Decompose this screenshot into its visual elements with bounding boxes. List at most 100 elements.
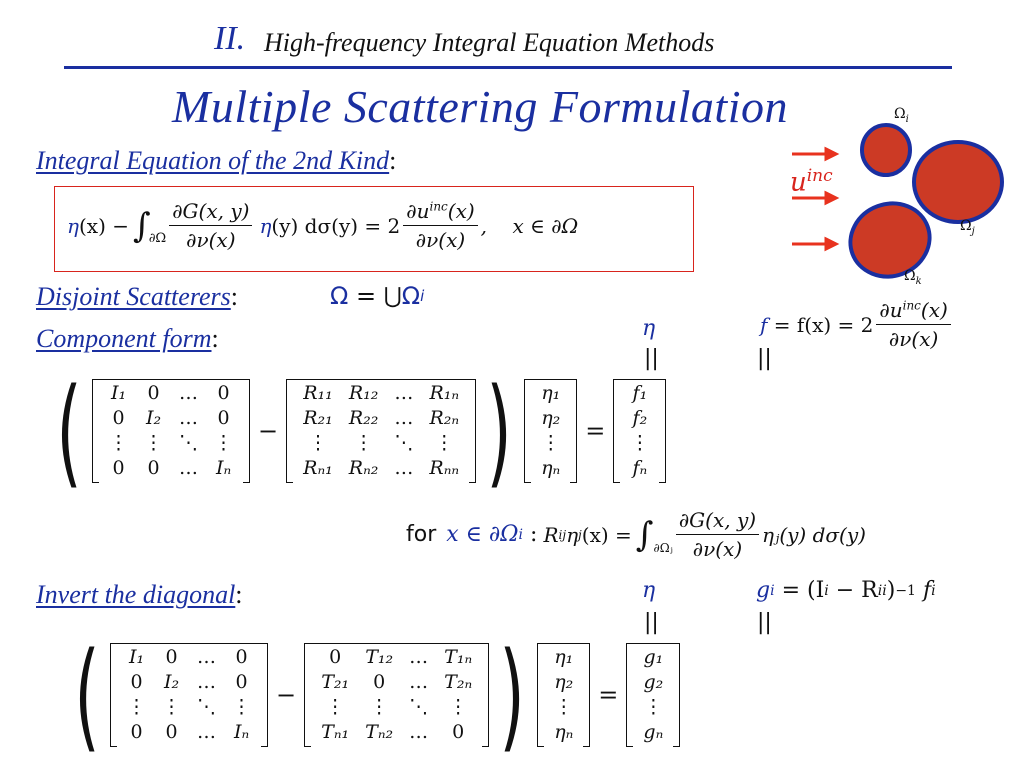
section-label: Invert the diagonal xyxy=(36,580,236,609)
matrix-cell: fₙ xyxy=(632,457,648,479)
matrix-cell: ⋮ xyxy=(643,696,663,718)
matrix-cell: ⋮ xyxy=(554,696,574,718)
frac-denominator: ∂ν(x) xyxy=(186,228,236,252)
matrix-cell: T₂₁ xyxy=(321,671,350,693)
matrix-cell: ⋮ xyxy=(434,432,454,454)
matrix-cell: f₂ xyxy=(632,407,648,429)
matrix-cell: 0 xyxy=(452,721,465,743)
open-paren: ( xyxy=(56,362,82,500)
matrix-cell: T₂ₙ xyxy=(444,671,473,693)
matrix-cell: 0 xyxy=(217,407,230,429)
matrix-cell: ⋮ xyxy=(162,696,182,718)
matrix-cell: 0 xyxy=(373,671,386,693)
omega-i-symbol: Ω xyxy=(401,282,421,310)
subscript: i xyxy=(518,526,524,543)
matrix-cell: ⋱ xyxy=(179,432,199,454)
equals-sign: = xyxy=(598,681,619,709)
eta-symbol: η xyxy=(67,213,79,238)
frac-numerator: ∂G(x, y) xyxy=(169,199,253,226)
eta-j: η xyxy=(566,522,579,547)
section-label: Component form xyxy=(36,324,212,353)
integral-sign: ∫ ∂Ωⱼ xyxy=(635,514,673,555)
matrix-cell: … xyxy=(394,457,414,479)
matrix-cell: … xyxy=(197,646,217,668)
matrix-cell: R₂₂ xyxy=(348,407,379,429)
matrix-cell: … xyxy=(409,646,429,668)
matrix-cell: I₂ xyxy=(145,407,162,429)
colon: : xyxy=(523,522,538,547)
matrix-cell: g₂ xyxy=(643,671,664,693)
matrix-cell: 0 xyxy=(235,671,248,693)
matrix-cell: η₂ xyxy=(541,407,561,429)
eta-label: η xyxy=(642,578,656,603)
matrix-cell: … xyxy=(197,671,217,693)
matrix-cell: ⋮ xyxy=(541,432,561,454)
matrix-cell: ⋮ xyxy=(232,696,252,718)
matrix-cell: 0 xyxy=(112,457,125,479)
matrix-cell: 0 xyxy=(130,721,143,743)
matrix-cell: 0 xyxy=(147,457,160,479)
f-vector: f₁ f₂ ⋮ fₙ xyxy=(613,379,667,483)
matrix-cell: g₁ xyxy=(643,646,664,668)
matrix-cell: Rₙ₂ xyxy=(348,457,379,479)
omega-i-label: Ωi xyxy=(894,106,909,125)
equals-sign: = xyxy=(348,282,384,310)
eta-label: η xyxy=(642,316,656,341)
for-word: for xyxy=(406,522,437,547)
matrix-cell: ⋮ xyxy=(109,432,129,454)
f-definition: f = f(x) = 2 ∂uinc(x) ∂ν(x) xyxy=(760,298,954,351)
matrix-cell: η₁ xyxy=(541,382,561,404)
slide-title: Multiple Scattering Formulation xyxy=(172,81,788,132)
matrix-cell: 0 xyxy=(217,382,230,404)
matrix-cell: Iₙ xyxy=(233,721,250,743)
incident-derivative-fraction: ∂uinc(x) ∂ν(x) xyxy=(403,199,478,252)
matrix-cell: ⋮ xyxy=(325,696,345,718)
matrix-cell: f₁ xyxy=(632,382,648,404)
matrix-cell: … xyxy=(179,457,199,479)
section-component: Component form: xyxy=(36,324,219,354)
colon: : xyxy=(389,146,397,175)
matrix-cell: 0 xyxy=(165,721,178,743)
colon: : xyxy=(235,580,243,609)
section-title: High-frequency Integral Equation Methods xyxy=(264,28,715,57)
r-ij: R xyxy=(543,522,559,547)
scatterer-omega-j xyxy=(912,140,1004,224)
scatterers-figure xyxy=(792,123,1004,279)
u-inc-label: uinc xyxy=(790,166,833,198)
f-def-text: = f(x) = 2 xyxy=(767,312,874,337)
matrix-cell: R₂ₙ xyxy=(429,407,460,429)
matrix-cell: ⋮ xyxy=(369,696,389,718)
eq-condition: , x ∈ ∂Ω xyxy=(480,213,579,238)
green-derivative-fraction: ∂G(x, y) ∂ν(x) xyxy=(169,199,253,252)
matrix-cell: ⋮ xyxy=(630,432,650,454)
union-symbol: ⋃ xyxy=(383,283,402,309)
parallel-sign: || xyxy=(644,610,659,635)
matrix-cell: 0 xyxy=(165,646,178,668)
matrix-cell: η₁ xyxy=(554,646,574,668)
matrix-cell: T₁₂ xyxy=(365,646,394,668)
omega-j-label: Ωj xyxy=(960,218,975,237)
green-derivative-fraction: ∂G(x, y) ∂ν(x) xyxy=(675,508,760,561)
colon: : xyxy=(230,282,238,311)
matrix-cell: Iₙ xyxy=(215,457,232,479)
integral-glyph: ∫ xyxy=(132,205,151,246)
matrix-cell: ⋮ xyxy=(354,432,374,454)
matrix-cell: ⋮ xyxy=(214,432,234,454)
subscript: i xyxy=(420,287,425,305)
omega-symbol: Ω xyxy=(330,282,349,310)
minus-sign: − xyxy=(258,417,279,445)
matrix-cell: … xyxy=(394,407,414,429)
matrix-cell: … xyxy=(409,671,429,693)
matrix-cell: … xyxy=(394,382,414,404)
g-symbol: g xyxy=(756,578,771,603)
